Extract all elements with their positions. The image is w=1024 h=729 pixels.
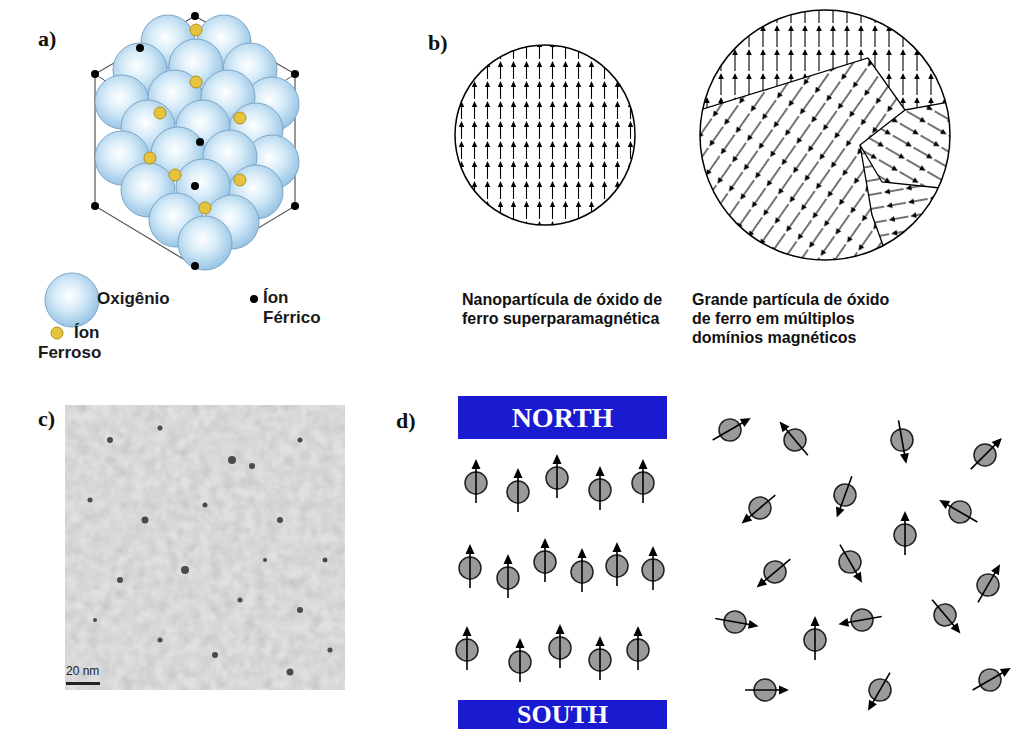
panel-label: a) xyxy=(38,26,56,52)
nanoparticle-dots xyxy=(88,426,333,676)
panel-label: b) xyxy=(428,30,448,56)
dipole xyxy=(924,593,969,641)
ferrous-ion xyxy=(190,24,202,36)
label-holder: a) xyxy=(38,26,56,52)
dipole xyxy=(826,472,862,521)
pole-band: NORTH xyxy=(458,396,667,439)
tem-texture xyxy=(65,405,345,690)
dipole xyxy=(509,638,531,682)
dipole xyxy=(497,554,519,598)
dipole xyxy=(589,466,611,510)
pole-label: NORTH xyxy=(512,396,614,439)
ferric-ion xyxy=(291,70,299,78)
scale-label: 20 nm xyxy=(66,664,99,678)
dipole xyxy=(632,459,654,503)
legend-text: Íon Férrico xyxy=(263,288,343,328)
ferrous-ion xyxy=(144,152,156,164)
dipole xyxy=(735,487,783,532)
label-holder: d) xyxy=(396,408,416,434)
label-holder: Nanopartícula de óxido de ferro superpar… xyxy=(462,290,667,328)
ferrous-ion xyxy=(234,112,246,124)
random-dipoles xyxy=(707,408,1016,716)
legend-text: Oxigênio xyxy=(97,289,170,309)
dipole xyxy=(627,626,649,670)
caption: Grande partícula de óxido de ferro em mú… xyxy=(692,290,902,347)
domain-wall xyxy=(700,58,960,270)
single-domain-particle xyxy=(455,45,635,225)
ferric-ion xyxy=(91,202,99,210)
dipole xyxy=(771,415,816,463)
dipole xyxy=(465,459,487,503)
dipole xyxy=(836,606,883,635)
dipole xyxy=(546,454,568,498)
dipole xyxy=(804,616,826,660)
aligned-dipoles xyxy=(456,454,664,682)
dipole xyxy=(967,658,1016,699)
ferric-ion xyxy=(191,262,199,270)
dipole xyxy=(534,538,556,582)
dipole xyxy=(642,546,664,590)
ferric-ion xyxy=(191,12,199,20)
dipole xyxy=(456,626,478,670)
dipole xyxy=(745,679,789,701)
dipole xyxy=(750,551,798,596)
scale-bar xyxy=(66,682,100,685)
legend-sample xyxy=(250,295,258,303)
caption: Nanopartícula de óxido de ferro superpar… xyxy=(462,290,667,328)
label-holder: 20 nm xyxy=(66,664,99,678)
dipole xyxy=(934,490,983,531)
ferrous-ion xyxy=(199,202,211,214)
dipole xyxy=(571,548,593,592)
panel-label: c) xyxy=(38,406,55,432)
ferric-ion xyxy=(196,138,204,146)
dipole xyxy=(707,408,756,449)
dipole xyxy=(713,608,760,637)
magnetic-domain xyxy=(860,145,960,270)
ferrous-ion xyxy=(234,174,246,186)
crystal-structure xyxy=(91,12,299,270)
dipole xyxy=(459,544,481,588)
legend-text: Íon Ferroso xyxy=(38,323,118,363)
dipole xyxy=(888,418,917,465)
oxygen-atom xyxy=(178,216,232,270)
legend-entry: Íon Ferroso xyxy=(38,323,118,363)
ferric-ion xyxy=(291,202,299,210)
multi-domain-particle xyxy=(690,0,960,270)
ferric-ion xyxy=(91,70,99,78)
dipole xyxy=(606,542,628,586)
ferric-ion xyxy=(136,44,144,52)
dipole xyxy=(549,624,571,668)
dipole xyxy=(830,539,871,588)
dipole xyxy=(963,430,1010,477)
label-holder: b) xyxy=(428,30,448,56)
pole-band: SOUTH xyxy=(458,700,667,729)
ferric-ion xyxy=(191,182,199,190)
legend-sample xyxy=(45,273,99,327)
dipole xyxy=(894,511,916,555)
ferrous-ion xyxy=(190,76,202,88)
ferrous-ion xyxy=(169,169,181,181)
tem-image xyxy=(65,405,345,690)
dipole xyxy=(968,559,1009,608)
label-holder: c) xyxy=(38,406,55,432)
dipole xyxy=(858,667,899,716)
legend-entry: Oxigênio xyxy=(97,289,170,309)
ferrous-ion xyxy=(154,107,166,119)
dipole xyxy=(589,636,611,680)
legend-entry: Íon Férrico xyxy=(263,288,343,328)
pole-label: SOUTH xyxy=(517,700,608,729)
label-holder: Grande partícula de óxido de ferro em mú… xyxy=(692,290,902,347)
panel-label: d) xyxy=(396,408,416,434)
particle-outline xyxy=(700,10,950,260)
dipole xyxy=(507,468,529,512)
legend-sample xyxy=(51,327,63,339)
